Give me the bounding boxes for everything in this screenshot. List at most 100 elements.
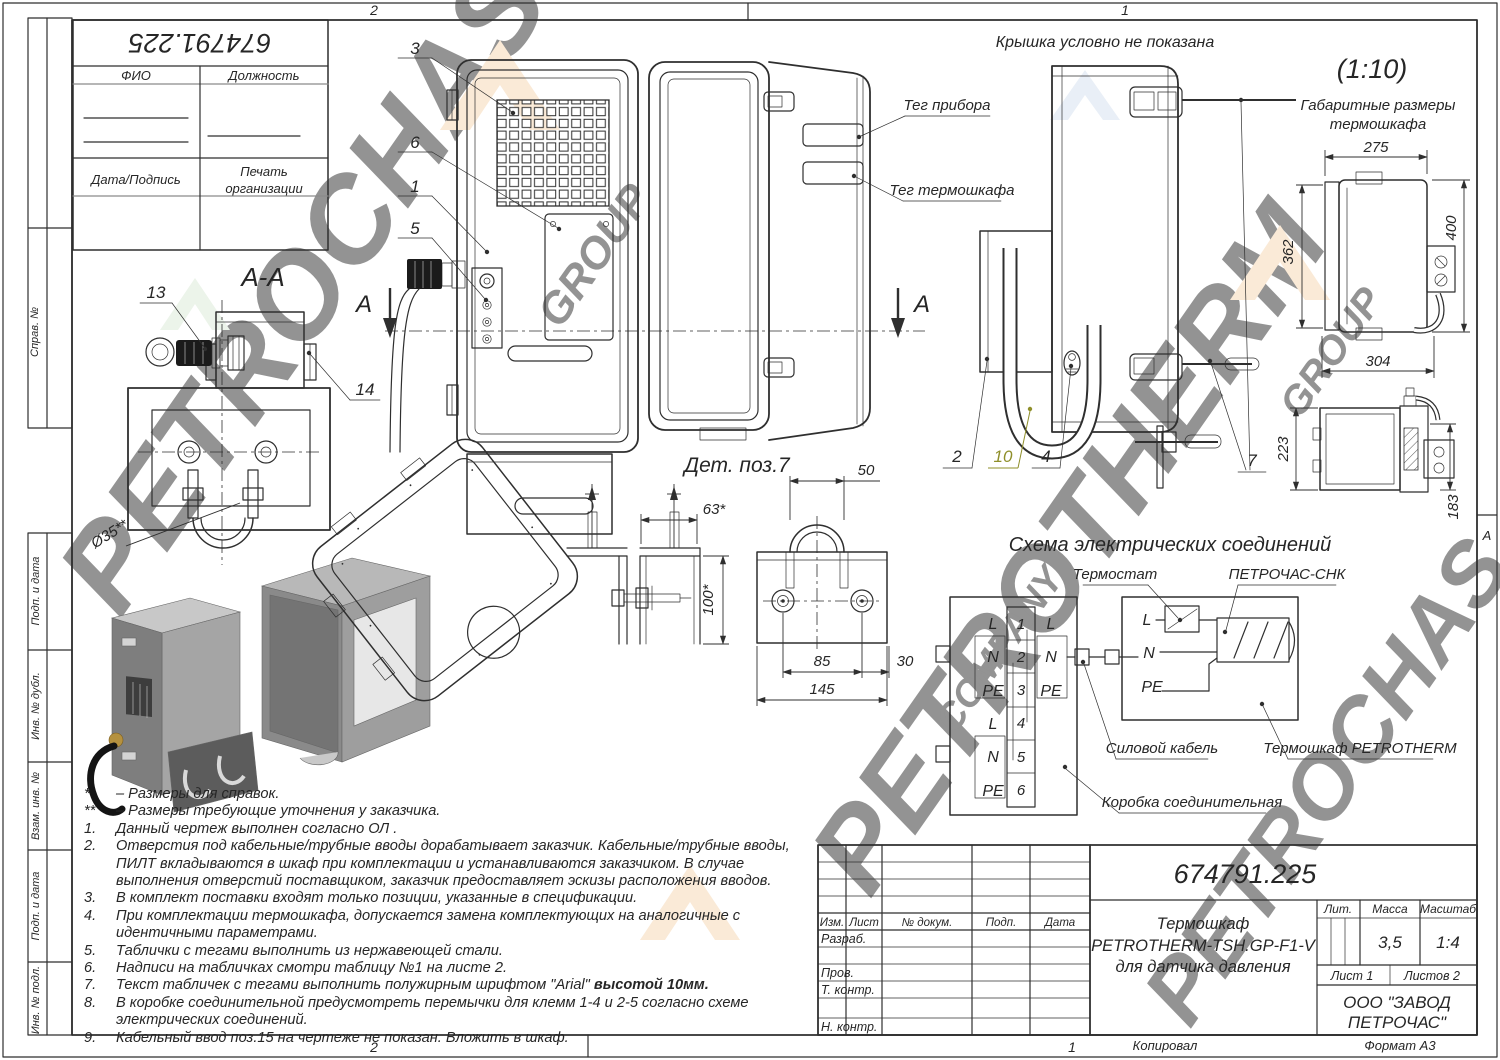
tb-col-doc: № докум. [902, 917, 953, 929]
callout-14: 14 [306, 350, 381, 401]
note-item: 5.Таблички с тегами выполнить из нержаве… [84, 942, 503, 959]
tb-doc-number: 674791.225 [1174, 859, 1318, 889]
label-text: ПЕТРОЧАС-СНК [1229, 566, 1347, 583]
approval-stamp: 674791.225 ФИО Должность Дата/Подпись Пе… [72, 19, 329, 251]
tb-col-podp: Подп. [986, 917, 1017, 929]
cable-loop [1004, 248, 1100, 458]
stamp-print-1: Печать [240, 164, 288, 179]
label-text: Термошкаф PETROTHERM [1263, 740, 1457, 757]
label-text: Термостат [1073, 566, 1157, 583]
sprav-label: Справ. № [29, 307, 41, 357]
callout-4: 4 [1031, 363, 1074, 469]
tb-row-tkontr: Т. контр. [821, 983, 875, 997]
junction-box-label: Коробка соединительная [1062, 764, 1282, 814]
tb-scale-value: 1:4 [1436, 933, 1460, 952]
tb-company-1: ООО "ЗАВОД [1343, 993, 1451, 1012]
render-window [353, 597, 417, 727]
note-item: 7.Текст табличек с тегами выполнить полу… [84, 977, 709, 994]
label-text: Тег термошкафа [890, 182, 1015, 199]
callout-number: 4 [1041, 447, 1050, 466]
dim-275: 275 [1362, 139, 1389, 156]
tb-row-prov: Пров. [821, 966, 854, 980]
copied-label: Копировал [1133, 1038, 1198, 1053]
power-cable-label: Силовой кабель [1080, 659, 1218, 760]
section-letter: А [354, 291, 372, 318]
callout-7: 7 [1207, 97, 1267, 473]
notes-list: *– Размеры для справок.**– Размеры требу… [84, 786, 806, 1047]
terminal-number: 6 [1017, 782, 1026, 799]
stamp-fio-header: ФИО [121, 68, 151, 83]
electrical-schematic: Схема электрических соединений 1 2 3 4 5… [935, 534, 1457, 816]
format-label: Формат А3 [1364, 1038, 1436, 1053]
latch [763, 357, 795, 378]
margin-cell-label: Взам. инв. № [30, 772, 42, 840]
stamp-doc-number: 674791.225 [128, 28, 272, 58]
detail-title: Дет. поз.7 [682, 454, 791, 477]
note-item: 6.Надписи на табличках смотри таблицу №1… [84, 960, 508, 977]
tb-scale: Масштаб [1420, 902, 1477, 916]
watermark-chevron [160, 278, 230, 330]
detail-pos7-view: Дет. поз.7 63* 100* 50 85 30 145 [566, 454, 914, 706]
section-arrow-right: А [891, 288, 930, 338]
callout-number: 6 [410, 133, 420, 152]
callout-1: 1 [397, 177, 490, 255]
section-arrow-left: А [354, 288, 397, 338]
stamp-post-header: Должность [227, 68, 300, 83]
stamp-date-sign: Дата/Подпись [89, 172, 181, 187]
note-item: **– Размеры требующие уточнения у заказч… [84, 803, 441, 820]
schematic-title: Схема электрических соединений [1009, 534, 1332, 556]
tb-sheet: Лист 1 [1330, 969, 1374, 983]
wire-label-pe: PE [982, 683, 1004, 700]
scale-note: (1:10) [1337, 54, 1408, 84]
stamp-print-2: организации [225, 181, 302, 196]
dim-362: 362 [1280, 239, 1297, 265]
vent-grille [496, 99, 610, 207]
tag-plate-cabinet [802, 161, 864, 185]
tb-name-3: для датчика давления [1115, 958, 1290, 976]
terminal-number: 5 [1017, 749, 1026, 766]
callout-number: 13 [147, 283, 166, 302]
note-item: 1.Данный чертеж выполнен согласно ОЛ . [84, 820, 398, 837]
wire-label-pe: PE [982, 783, 1004, 800]
tb-name-2: PETROTHERM-TSH.GP-F1-V [1091, 937, 1317, 955]
note-item: 2.Отверстия под кабельные/трубные вводы … [84, 838, 790, 890]
tilted-frame-view [311, 438, 579, 702]
section-letter: А [912, 291, 930, 318]
note-item: 3.В комплект поставки входят только пози… [84, 890, 638, 907]
zone-top-right: 1 [1121, 2, 1129, 18]
watermark-chevron [640, 865, 740, 940]
render-cable [87, 742, 126, 816]
render-grille [126, 676, 152, 717]
section-title: А-А [239, 262, 284, 292]
callout-number: 3 [410, 39, 420, 58]
wire-label-l: L [989, 716, 998, 733]
tb-col-izm: Изм. [820, 917, 845, 929]
note-item: 9.Кабельный ввод поз.15 на чертеже не по… [84, 1029, 569, 1046]
callout-number: 7 [1247, 451, 1257, 470]
overall-dimension-views: (1:10) Габаритные размеры термошкафа 275… [1275, 54, 1470, 520]
cover-note: Крышка условно не показана [996, 34, 1215, 51]
wire-label-n: N [1143, 645, 1155, 662]
callout-13: 13 [139, 283, 208, 352]
terminal-number: 3 [1017, 682, 1026, 699]
callout-number: 14 [356, 380, 375, 399]
left-margin-column: Справ. № Подп. и дата Инв. № дубл. Взам.… [27, 17, 73, 1036]
wire-label-pe: PE [1141, 679, 1163, 696]
callout-number: 2 [951, 447, 962, 466]
front-view: А А 3 6 1 5 [354, 39, 930, 535]
tb-company-2: ПЕТРОЧАС" [1348, 1013, 1447, 1032]
cable-gland-collar [441, 262, 453, 287]
latch [763, 91, 795, 112]
label-text: Тег прибора [904, 97, 991, 114]
overall-title-1: Габаритные размеры [1301, 97, 1456, 114]
wire-label-n: N [987, 649, 999, 666]
dim-100: 100* [700, 583, 717, 615]
callout-6: 6 [397, 133, 562, 232]
callout-2: 2 [942, 356, 990, 469]
wire-label-l: L [1047, 616, 1056, 633]
tb-name-1: Термошкаф [1157, 915, 1250, 933]
tb-col-list: Лист [848, 917, 879, 929]
tb-sheets: Листов 2 [1403, 969, 1460, 983]
